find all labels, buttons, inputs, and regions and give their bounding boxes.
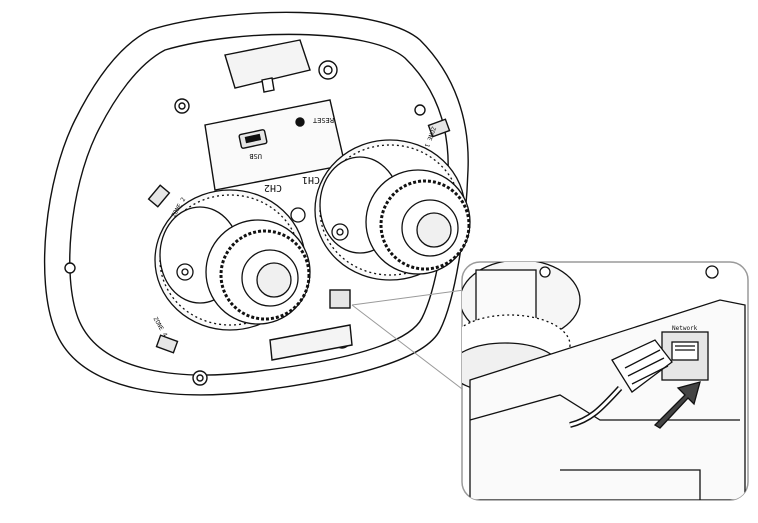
detail-inset: Network [461,261,749,501]
label-reset: RESET [312,116,334,124]
label-network: Network [672,325,698,332]
zone-switch-2 [147,184,171,208]
label-ch2: CH2 [264,182,282,193]
zone-switch-4 [155,334,179,354]
label-ch1: CH1 [302,174,320,185]
network-port [329,289,351,309]
zone-switch-1 [427,118,451,138]
label-usb: USB [249,152,262,160]
reset-button-icon [295,117,305,127]
lens-ch2 [154,189,311,331]
callout-lines [351,289,471,396]
rj45-connector [611,339,673,393]
lens-ch1 [290,139,471,281]
arrow-up-right-icon [653,381,701,429]
